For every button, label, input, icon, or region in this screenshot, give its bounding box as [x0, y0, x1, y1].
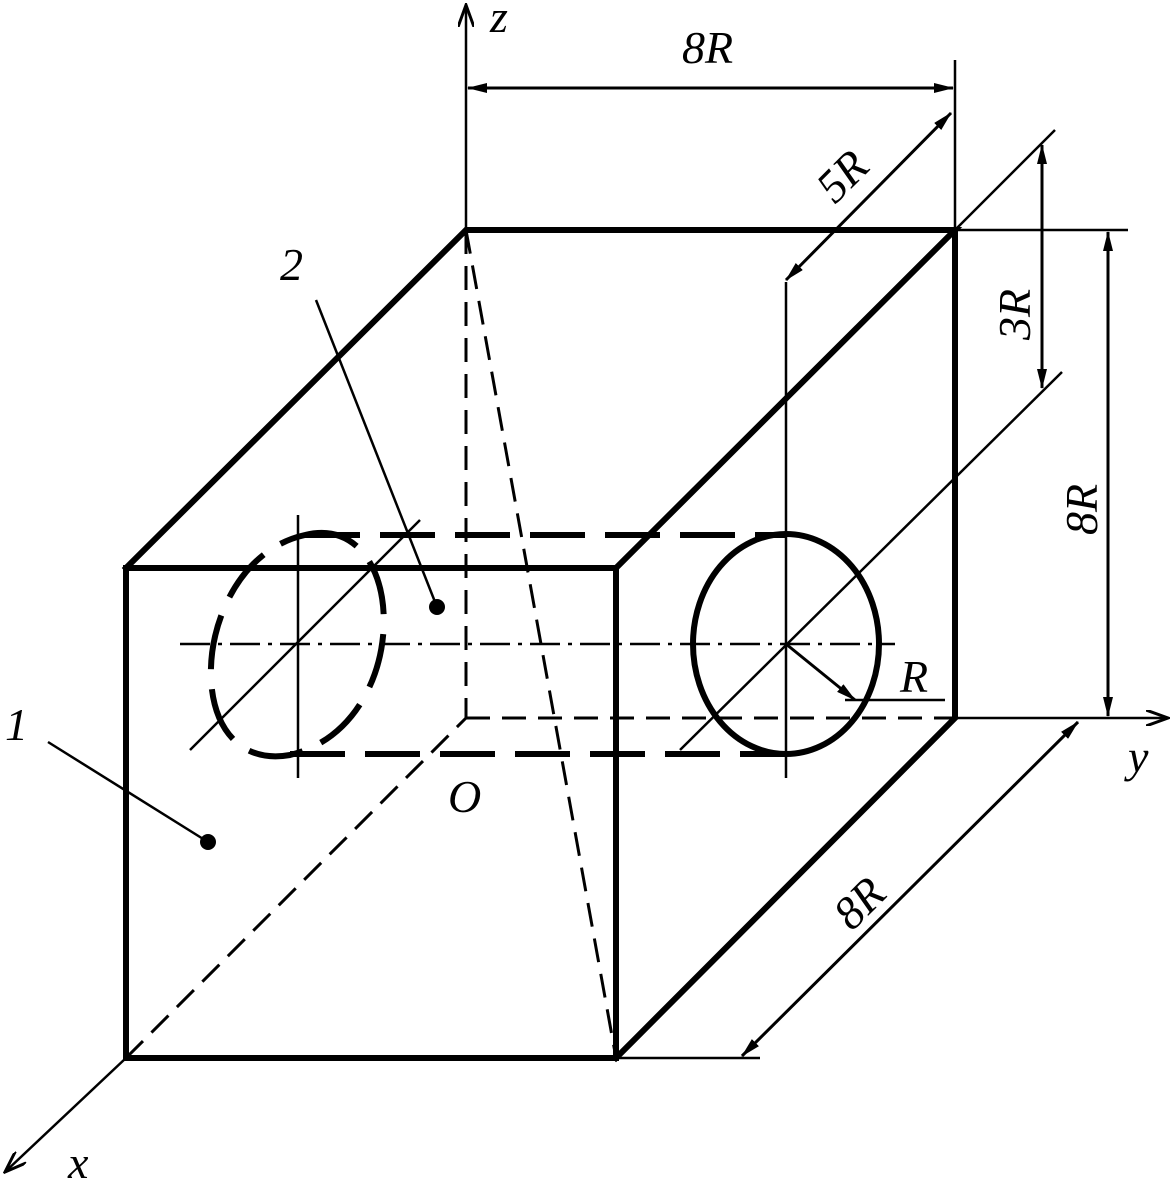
radius-label: R: [899, 651, 928, 702]
bottom-depth-dimension: [740, 720, 1080, 1058]
part1-label: 1: [5, 699, 28, 750]
origin-label: O: [448, 771, 481, 822]
hidden-section-diagonal: [464, 229, 618, 1059]
top-width-label: 8R: [682, 22, 733, 73]
front-diagonal-centerline: [189, 519, 421, 751]
z-axis-label: z: [489, 0, 508, 42]
x-axis: [5, 1057, 127, 1172]
part2-dot: [429, 599, 445, 615]
cube-right-face: [611, 227, 958, 1063]
x-axis-label: x: [67, 1137, 89, 1182]
depth-label: 5R: [806, 140, 878, 212]
bottom-depth-label: 8R: [823, 867, 895, 939]
height-label: 8R: [1056, 484, 1107, 535]
part2-leader: [314, 299, 439, 608]
cube-top-face: [121, 227, 963, 573]
hole-height-extension-top: [954, 129, 1056, 231]
hidden-diagonal-edge: [124, 716, 468, 1060]
depth-dimension: [784, 111, 953, 282]
part2-label: 2: [280, 239, 303, 290]
y-axis-label: y: [1124, 731, 1149, 782]
part1-leader: [47, 740, 209, 844]
hole-height-label: 3R: [989, 289, 1040, 341]
radius-arrow: [785, 642, 856, 702]
back-diagonal-centerline: [679, 371, 1063, 751]
part1-dot: [200, 834, 216, 850]
